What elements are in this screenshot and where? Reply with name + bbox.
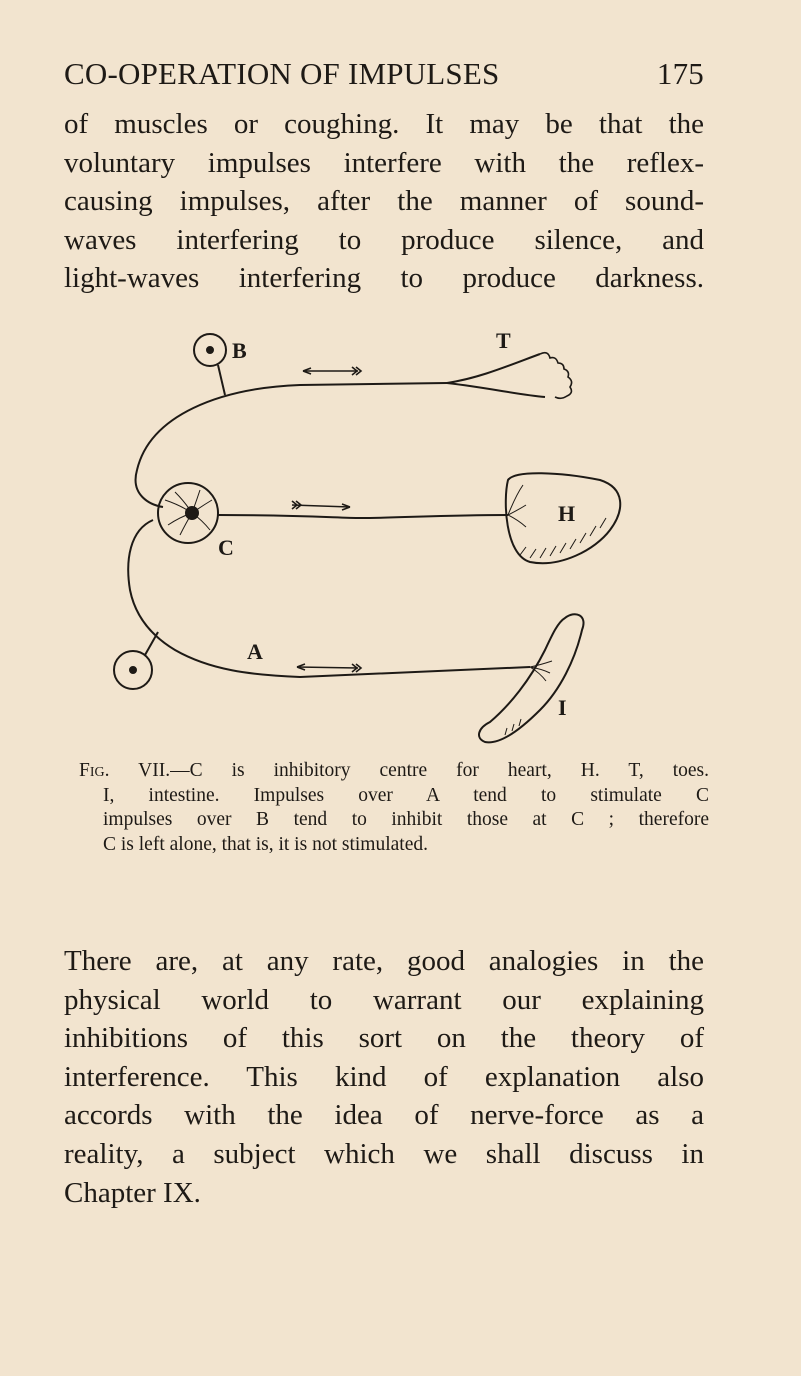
text-line: voluntary impulses interfere with the re… <box>64 146 704 179</box>
intestine-icon <box>478 613 585 744</box>
label-t: T <box>496 328 511 353</box>
label-a: A <box>247 639 263 664</box>
running-header: CO-OPERATION OF IMPULSES 175 <box>64 56 704 92</box>
caption-line: C is left alone, that is, it is not stim… <box>103 833 428 855</box>
figure-caption: Fig. VII.—C is inhibitory centre for hea… <box>79 759 709 857</box>
text-line: light-waves interfering to produce darkn… <box>64 262 704 295</box>
caption-prefix: Fig. VII. <box>79 760 171 781</box>
label-b: B <box>232 338 247 363</box>
neuron-b-circle <box>193 333 227 367</box>
text-line: waves interfering to produce silence, an… <box>64 223 704 256</box>
label-c: C <box>218 535 234 560</box>
neuron-a-nucleus <box>129 666 137 674</box>
neuron-b-stalk <box>217 364 226 396</box>
text-line: Chapter IX. <box>64 1176 201 1209</box>
figure-nerve-diagram: B T C H A I <box>113 328 622 744</box>
text-line: causing impulses, after the manner of so… <box>64 185 704 218</box>
centre-c-circle <box>157 482 219 544</box>
arrow-left-top <box>302 366 363 376</box>
neuron-a-stalk <box>144 631 159 656</box>
toes-icon <box>539 351 573 400</box>
text-line: interference. This kind of explanation a… <box>64 1060 704 1093</box>
label-i: I <box>558 695 567 720</box>
neuron-a-circle <box>113 650 153 690</box>
centre-c-fibres <box>164 489 213 536</box>
caption-text: —C is inhibitory centre for heart, H. T,… <box>170 760 709 781</box>
toes-fork <box>446 353 546 398</box>
neuron-b-nucleus <box>206 346 214 354</box>
caption-line: Fig. VII.—C is inhibitory centre for hea… <box>79 759 709 784</box>
text-line: reality, a subject which we shall discus… <box>64 1137 704 1170</box>
caption-line: impulses over B tend to inhibit those at… <box>103 809 709 830</box>
heart-icon <box>504 472 622 565</box>
text-line: There are, at any rate, good analogies i… <box>64 945 704 977</box>
label-h: H <box>558 501 575 526</box>
text-line: inhibitions of this sort on the theory o… <box>64 1022 704 1055</box>
page-number: 175 <box>656 56 704 91</box>
heart-shading <box>507 484 607 559</box>
nerve-t <box>134 382 448 508</box>
paragraph-2: There are, at any rate, good analogies i… <box>64 942 704 1212</box>
text-line: accords with the idea of nerve-force as … <box>64 1099 704 1132</box>
text-line: physical world to warrant our explaining <box>64 983 704 1016</box>
nerve-a <box>127 519 531 679</box>
arrow-left-bottom <box>296 663 363 673</box>
paragraph-1: of muscles or coughing. It may be that t… <box>64 105 704 298</box>
arrow-right-middle <box>291 500 351 511</box>
running-title: CO-OPERATION OF IMPULSES <box>64 56 500 91</box>
caption-line: I, intestine. Impulses over A tend to st… <box>103 784 709 806</box>
intestine-shading <box>504 660 553 736</box>
nerve-h <box>217 514 509 520</box>
text-line: of muscles or coughing. It may be that t… <box>64 108 704 140</box>
